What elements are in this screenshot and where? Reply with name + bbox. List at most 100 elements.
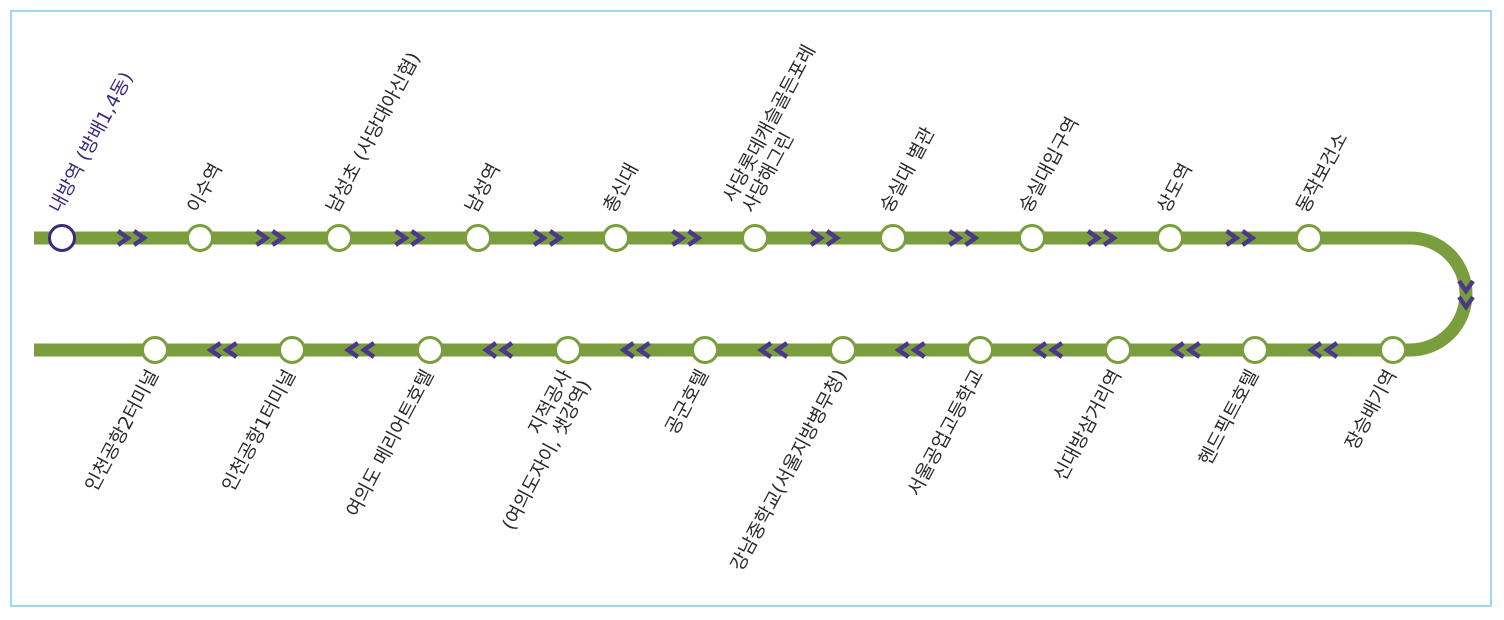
direction-arrow: [1032, 341, 1064, 359]
station-label: 여의도 메리어트호텔: [342, 366, 438, 521]
station-label: 지적공사(여의도자이, 샛강역): [479, 366, 596, 534]
chevron-icon: [116, 229, 132, 247]
chevron-icon: [394, 229, 410, 247]
station-marker: [1018, 224, 1046, 252]
diagram-frame: [10, 10, 1492, 607]
chevron-icon: [773, 341, 789, 359]
station-label-line: 상도역: [1153, 160, 1197, 217]
station-label-line: 공군호텔: [661, 366, 713, 438]
chevron-icon: [671, 229, 687, 247]
direction-arrow: [1225, 229, 1257, 247]
chevron-icon: [410, 229, 426, 247]
station-marker: [1104, 336, 1132, 364]
station-marker: [1241, 336, 1269, 364]
chevron-icon: [222, 341, 238, 359]
direction-arrow: [482, 341, 514, 359]
chevron-icon: [1185, 341, 1201, 359]
chevron-icon: [1169, 341, 1185, 359]
chevron-icon: [206, 341, 222, 359]
station-label: 내방역 (방배1,4동): [45, 68, 138, 216]
chevron-icon: [132, 229, 148, 247]
station-label: 총신대: [599, 160, 643, 217]
station-marker: [879, 224, 907, 252]
station-label: 강남중학교(서울지방병무청): [727, 366, 852, 575]
station-label: 장승배기역: [1341, 366, 1401, 454]
station-label-line: 신대방삼거리역: [1050, 366, 1127, 484]
direction-arrow: [671, 229, 703, 247]
direction-arrow: [532, 229, 564, 247]
direction-arrows: [116, 229, 1475, 359]
chevron-icon: [1241, 229, 1257, 247]
station-label: 남성초 (사당대아신협): [322, 49, 425, 217]
chevron-icon: [825, 229, 841, 247]
direction-arrow: [948, 229, 980, 247]
station-label-line: 서울공업고등학교: [903, 366, 988, 500]
chevron-icon: [1086, 229, 1102, 247]
station-label-line: 숭실대입구역: [1015, 113, 1084, 216]
chevron-icon: [1323, 341, 1339, 359]
chevron-icon: [757, 341, 773, 359]
station-marker: [1379, 336, 1407, 364]
chevron-icon: [1307, 341, 1323, 359]
station-label-line: 헨드픽트호텔: [1195, 366, 1264, 469]
station-marker: [602, 224, 630, 252]
station-marker: [464, 224, 492, 252]
chevron-icon: [271, 229, 287, 247]
chevron-down-icon: [1457, 279, 1475, 295]
chevron-icon: [809, 229, 825, 247]
chevron-icon: [498, 341, 514, 359]
station-marker: [141, 336, 169, 364]
direction-arrow: [894, 341, 926, 359]
chevron-icon: [687, 229, 703, 247]
stop-labels: 내방역 (방배1,4동) 이수역 남성초 (사당대아신협) 남성역 총신대 사당롯데캐슬골…: [45, 41, 1401, 574]
direction-arrow: [1307, 341, 1339, 359]
chevron-icon: [948, 229, 964, 247]
station-label: 숭실대 별관: [876, 124, 939, 217]
stops: [48, 224, 1407, 364]
station-label-line: 내방역 (방배1,4동): [45, 68, 138, 216]
direction-arrow: [809, 229, 841, 247]
station-label: 서울공업고등학교: [903, 366, 988, 500]
station-label: 사당롯데캐슬골든포레사당해그린: [719, 41, 840, 216]
chevron-icon: [964, 229, 980, 247]
station-label-line: 숭실대 별관: [876, 124, 939, 217]
station-label: 헨드픽트호텔: [1195, 366, 1264, 469]
chevron-icon: [548, 229, 564, 247]
station-label-line: 인천공항2터미널: [81, 366, 164, 495]
chevron-icon: [619, 341, 635, 359]
station-label-line: 여의도 메리어트호텔: [342, 366, 438, 521]
station-marker: [186, 224, 214, 252]
station-label-line: 이수역: [183, 160, 227, 217]
chevron-down-icon: [1457, 295, 1475, 311]
station-marker: [416, 336, 444, 364]
direction-arrow: [1169, 341, 1201, 359]
station-marker: [325, 224, 353, 252]
station-label: 인천공항1터미널: [218, 366, 301, 495]
station-marker: [829, 336, 857, 364]
chevron-icon: [255, 229, 271, 247]
direction-arrow: [206, 341, 238, 359]
direction-arrow: [619, 341, 651, 359]
direction-arrow: [394, 229, 426, 247]
station-marker: [691, 336, 719, 364]
station-marker: [48, 224, 76, 252]
station-label: 남성역: [461, 160, 505, 217]
direction-arrow: [1086, 229, 1118, 247]
station-marker: [1295, 224, 1323, 252]
direction-arrow: [344, 341, 376, 359]
station-label: 상도역: [1153, 160, 1197, 217]
station-label: 인천공항2터미널: [81, 366, 164, 495]
station-marker: [966, 336, 994, 364]
station-marker: [278, 336, 306, 364]
chevron-icon: [532, 229, 548, 247]
direction-arrow: [1457, 279, 1475, 311]
route-line: [34, 231, 1473, 357]
chevron-icon: [482, 341, 498, 359]
chevron-icon: [910, 341, 926, 359]
chevron-icon: [1102, 229, 1118, 247]
station-label-line: 장승배기역: [1341, 366, 1401, 454]
station-marker: [1156, 224, 1184, 252]
station-label-line: 남성초 (사당대아신협): [322, 49, 425, 217]
direction-arrow: [757, 341, 789, 359]
chevron-icon: [344, 341, 360, 359]
